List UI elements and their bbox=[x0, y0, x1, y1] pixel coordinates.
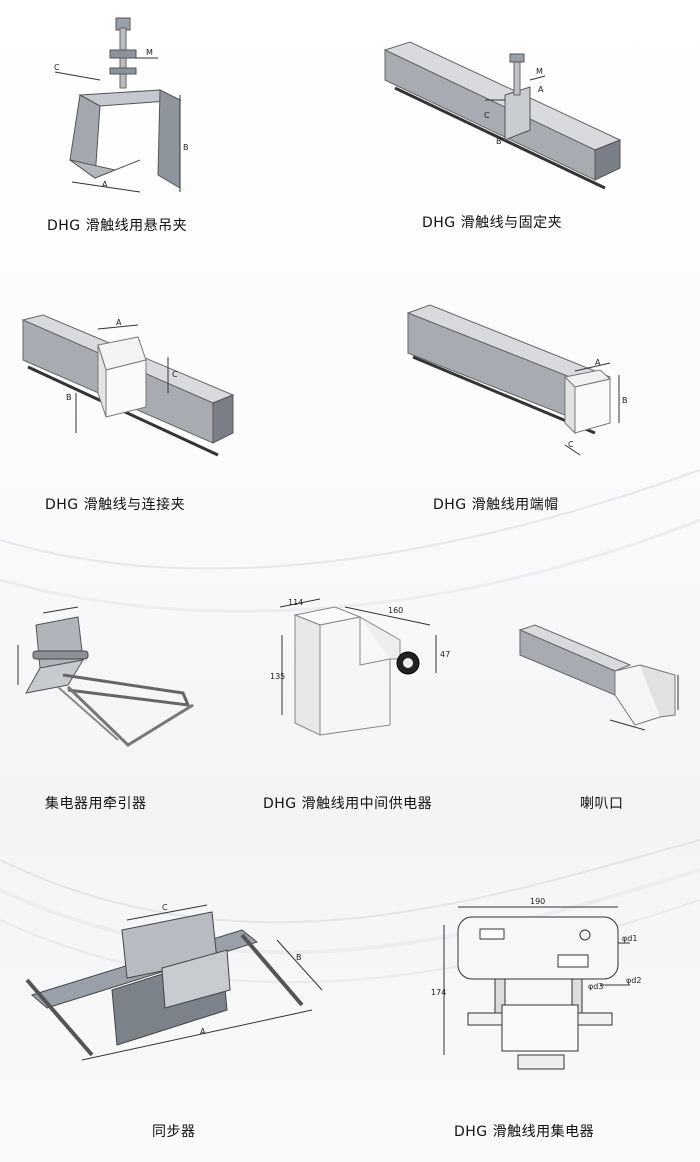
caption-hanger-clamp: DHG 滑触线用悬吊夹 bbox=[47, 218, 188, 234]
collector-dim-d3: φd3 bbox=[588, 982, 603, 991]
fixed-dim-m: M bbox=[536, 67, 543, 76]
feeder-dim-135: 135 bbox=[270, 672, 285, 681]
middle-feeder-illustration: 114 160 47 135 bbox=[270, 598, 450, 736]
towing-device-illustration bbox=[17, 606, 194, 747]
sync-dim-c: C bbox=[162, 903, 168, 912]
hanger-dim-c: C bbox=[54, 63, 60, 72]
product-connector-clamp: A C B bbox=[18, 314, 243, 475]
feeder-dim-160: 160 bbox=[388, 606, 403, 615]
product-bell-mouth bbox=[515, 624, 685, 735]
caption-bell-mouth: 喇叭口 bbox=[580, 796, 624, 812]
caption-middle-feeder: DHG 滑触线用中间供电器 bbox=[263, 796, 433, 812]
caption-connector-clamp: DHG 滑触线与连接夹 bbox=[45, 497, 186, 513]
hanger-clamp-illustration: M C B A bbox=[54, 17, 189, 193]
feeder-dim-114: 114 bbox=[288, 598, 303, 607]
feeder-dim-47: 47 bbox=[440, 650, 450, 659]
end-cap-illustration: A B C bbox=[406, 304, 628, 456]
caption-current-collector: DHG 滑触线用集电器 bbox=[454, 1124, 595, 1140]
connector-dim-c: C bbox=[172, 370, 178, 379]
product-end-cap: A B C bbox=[405, 304, 635, 465]
end-cap-dim-a: A bbox=[595, 358, 601, 367]
hanger-dim-m: M bbox=[146, 48, 153, 57]
hanger-dim-a: A bbox=[102, 180, 108, 189]
synchronizer-illustration: C B A bbox=[25, 903, 323, 1061]
product-current-collector: 190 174 φd1 φd2 φd3 bbox=[431, 895, 650, 1080]
fixed-dim-c: C bbox=[484, 111, 490, 120]
caption-synchronizer: 同步器 bbox=[152, 1124, 196, 1140]
collector-dim-d1: φd1 bbox=[622, 934, 637, 943]
current-collector-illustration: 190 174 φd1 φd2 φd3 bbox=[431, 897, 641, 1070]
caption-end-cap: DHG 滑触线用端帽 bbox=[433, 497, 559, 513]
sync-dim-b: B bbox=[296, 953, 302, 962]
sync-dim-a: A bbox=[200, 1027, 206, 1036]
bell-mouth-illustration bbox=[518, 624, 679, 731]
product-hanger-clamp: M C B A bbox=[40, 10, 220, 200]
fixed-dim-a: A bbox=[538, 85, 544, 94]
fixed-dim-b: B bbox=[496, 137, 502, 146]
product-middle-feeder: 114 160 47 135 bbox=[270, 595, 460, 755]
collector-dim-190: 190 bbox=[530, 897, 545, 906]
fixed-clamp-illustration: M A C B bbox=[383, 41, 622, 190]
caption-towing-device: 集电器用牵引器 bbox=[45, 796, 147, 812]
end-cap-dim-b: B bbox=[622, 396, 628, 405]
hanger-dim-b: B bbox=[183, 143, 189, 152]
caption-fixed-clamp: DHG 滑触线与固定夹 bbox=[422, 215, 563, 231]
product-synchronizer: C B A bbox=[12, 900, 332, 1065]
connector-dim-b: B bbox=[66, 393, 72, 402]
product-towing-device bbox=[8, 605, 198, 750]
product-fixed-clamp: M A C B bbox=[380, 40, 630, 200]
end-cap-dim-c: C bbox=[568, 440, 574, 449]
collector-dim-174: 174 bbox=[431, 988, 446, 997]
collector-dim-d2: φd2 bbox=[626, 976, 641, 985]
connector-clamp-illustration: A C B bbox=[21, 314, 235, 457]
connector-dim-a: A bbox=[116, 318, 122, 327]
